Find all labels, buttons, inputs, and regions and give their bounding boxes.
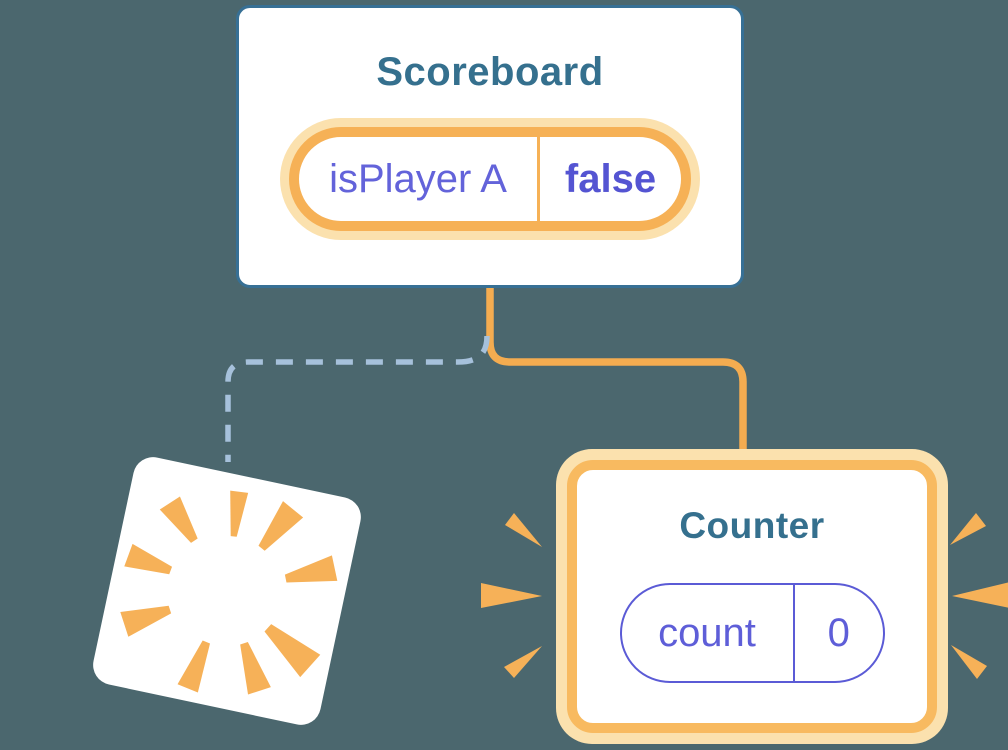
poof-ray	[177, 640, 211, 693]
poof-ray	[284, 555, 338, 583]
state-label: isPlayer A	[329, 156, 507, 201]
poof-ray	[258, 501, 304, 551]
emphasis-wedge-left-bottom	[504, 646, 542, 678]
destroyed-component-card	[89, 453, 365, 729]
poof-ray	[230, 490, 249, 537]
poof-ray	[159, 496, 198, 543]
solid-connector-line	[486, 286, 747, 455]
dashed-connector-line	[225, 335, 490, 462]
counter-state-pill: count 0	[619, 583, 885, 683]
poof-ray	[124, 543, 173, 575]
emphasis-wedge-right-top	[950, 513, 986, 545]
emphasis-wedge-left-top	[505, 513, 542, 547]
poof-ray	[120, 605, 172, 637]
scoreboard-state-pill-inner: isPlayer A false	[289, 127, 691, 231]
emphasis-burst-icon	[481, 513, 1008, 679]
emphasis-wedge-right-middle	[952, 582, 1008, 608]
poof-burst-icon	[120, 490, 338, 695]
counter-card-inner: Counter count 0	[567, 460, 937, 733]
poof-ray	[240, 642, 271, 695]
emphasis-wedge-left-middle	[481, 583, 542, 608]
state-value: false	[564, 156, 657, 201]
state-value: 0	[827, 610, 850, 655]
counter-title: Counter	[679, 505, 825, 546]
emphasis-wedge-right-bottom	[951, 645, 987, 679]
scoreboard-component-card: Scoreboard isPlayer A false	[236, 5, 744, 288]
poof-ray	[264, 624, 321, 678]
scoreboard-title: Scoreboard	[376, 50, 604, 94]
pill-divider	[792, 585, 795, 681]
pill-divider	[537, 137, 540, 221]
counter-component-card: Counter count 0	[556, 449, 948, 744]
state-label: count	[658, 610, 756, 655]
scoreboard-state-pill: isPlayer A false	[280, 118, 700, 240]
